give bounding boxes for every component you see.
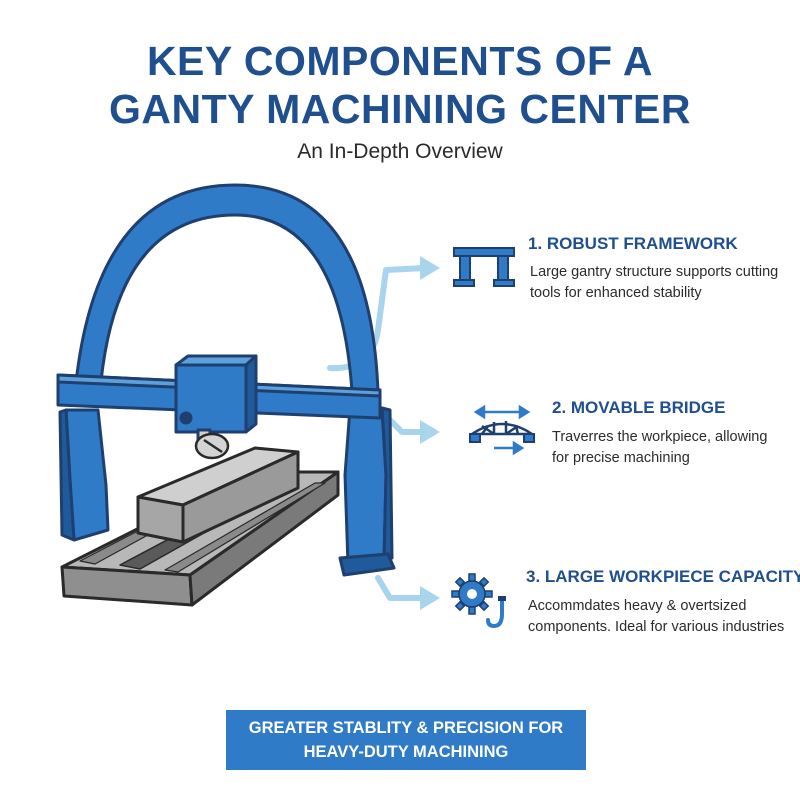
summary-banner: GREATER STABLITY & PRECISION FOR HEAVY-D… [226, 710, 586, 770]
page-subtitle: An In-Depth Overview [297, 140, 503, 163]
page-title-line-1: KEY COMPONENTS OF A [146, 38, 654, 84]
cutting-tool [194, 432, 230, 460]
banner-line-2: HEAVY-DUTY MACHINING [303, 743, 509, 761]
connector-arrow-capacity [375, 575, 428, 601]
workpiece-block [136, 446, 300, 544]
connector-arrowheads [420, 256, 440, 610]
feature-description-line-2: for precise machining [552, 450, 690, 466]
frame-icon [453, 247, 515, 287]
feature-description-line-1: Traverres the workpiece, allowing [552, 429, 768, 445]
spindle-head [174, 354, 258, 444]
page-title-line-2: GANTY MACHINING CENTER [109, 86, 691, 132]
feature-description-line-1: Large gantry structure supports cutting [530, 264, 779, 280]
left-column [58, 408, 110, 542]
feature-description-line-2: tools for enhanced stability [530, 285, 702, 301]
feature-heading: 3. LARGE WORKPIECE CAPACITY [526, 567, 800, 586]
bridge-icon [469, 404, 535, 456]
right-column [338, 406, 396, 577]
gear-hook-icon [451, 573, 506, 629]
feature-heading: 2. MOVABLE BRIDGE [552, 398, 726, 417]
feature-description-line-2: components. Ideal for various industries [528, 619, 785, 635]
banner-line-1: GREATER STABLITY & PRECISION FOR [248, 719, 564, 737]
feature-heading: 1. ROBUST FRAMEWORK [528, 234, 738, 253]
feature-description-line-1: Accommdates heavy & overtsized [528, 598, 747, 614]
